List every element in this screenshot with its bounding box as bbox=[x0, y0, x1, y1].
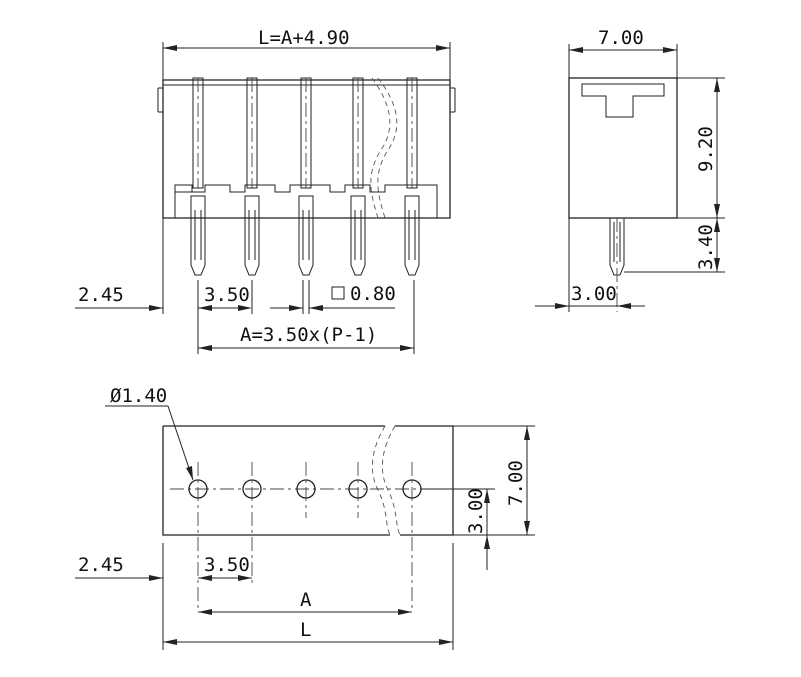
dim-pin-square: 0.80 bbox=[270, 280, 396, 314]
dim-label-edge-offset: 2.45 bbox=[78, 284, 124, 306]
dim-label-width-bottom: 7.00 bbox=[505, 460, 527, 506]
dim-label-pin-span: A=3.50x(P-1) bbox=[240, 324, 377, 346]
dim-height: 9.20 bbox=[677, 77, 725, 219]
bottom-housing-outline bbox=[162, 425, 454, 536]
pin-2 bbox=[244, 77, 260, 276]
dim-label-edge-offset-bottom: 2.45 bbox=[78, 554, 124, 576]
front-break-line bbox=[377, 77, 398, 219]
front-pins bbox=[190, 77, 420, 276]
pin-3 bbox=[298, 77, 314, 276]
dim-length-bottom: L bbox=[163, 543, 454, 650]
dim-pin-offset-side: 3.00 bbox=[535, 218, 645, 312]
dim-label-hole-diameter: Ø1.40 bbox=[110, 385, 167, 407]
dim-label-length-bottom: L bbox=[300, 619, 311, 641]
bottom-holes bbox=[188, 462, 422, 610]
dim-label-span-bottom: A bbox=[300, 589, 312, 611]
dim-pin-span: A=3.50x(P-1) bbox=[197, 280, 415, 354]
dim-pin-length: 3.40 bbox=[624, 218, 725, 273]
dim-label-pin-length: 3.40 bbox=[695, 224, 717, 270]
dim-label-pin-square: 0.80 bbox=[350, 283, 396, 305]
dim-label-overall-length: L=A+4.90 bbox=[258, 27, 350, 49]
dim-overall-length: L=A+4.90 bbox=[162, 27, 451, 80]
dim-label-width-top: 7.00 bbox=[598, 27, 644, 49]
dim-edge-offset-bottom: 2.45 3.50 bbox=[75, 543, 252, 650]
pin-4 bbox=[350, 77, 366, 276]
dim-label-pitch: 3.50 bbox=[204, 284, 250, 306]
dim-hole-row-offset: 3.00 bbox=[421, 488, 495, 570]
front-housing-outline bbox=[162, 79, 451, 219]
front-view: L=A+4.90 2.45 3.50 0.80 bbox=[75, 27, 456, 354]
dim-width-top: 7.00 bbox=[568, 27, 678, 78]
dim-label-hole-row-offset: 3.00 bbox=[465, 488, 487, 534]
side-view: 7.00 9.20 3.40 3.00 bbox=[535, 27, 725, 312]
pin-5 bbox=[404, 77, 420, 276]
dim-edge-offset: 2.45 bbox=[75, 218, 250, 314]
dim-label-pin-offset-side: 3.00 bbox=[571, 283, 617, 305]
dim-span-bottom: A bbox=[198, 589, 412, 615]
bottom-view: Ø1.40 7.00 3.00 2.45 3. bbox=[75, 385, 535, 650]
pin-1 bbox=[190, 77, 206, 276]
bottom-break-line bbox=[372, 425, 391, 536]
dim-label-height: 9.20 bbox=[695, 126, 717, 172]
side-housing-outline bbox=[568, 77, 678, 219]
dim-width-bottom: 7.00 bbox=[453, 425, 535, 536]
dim-label-pitch-bottom: 3.50 bbox=[204, 554, 250, 576]
dim-hole-diameter: Ø1.40 bbox=[105, 385, 194, 481]
square-symbol bbox=[331, 286, 345, 300]
dim-pitch: 3.50 bbox=[204, 280, 253, 314]
